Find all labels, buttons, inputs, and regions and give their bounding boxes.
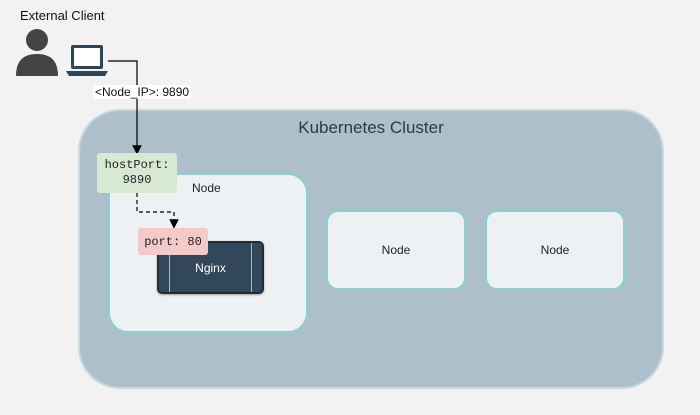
hostport-to-port-arrow: [136, 193, 179, 229]
pod-divider: [251, 243, 252, 292]
node-label: Node: [192, 181, 221, 195]
cluster-label: Kubernetes Cluster: [298, 118, 444, 137]
external-client-title: External Client: [20, 8, 105, 23]
nginx-pod[interactable]: [157, 241, 264, 294]
laptop-icon: [66, 45, 108, 76]
host-port-box: hostPort: 9890: [97, 153, 177, 193]
node-ip-label: <Node_IP>: 9890: [93, 85, 192, 99]
host-port-line1: hostPort:: [104, 158, 170, 172]
host-port-line2: 9890: [122, 173, 152, 187]
pod-divider: [169, 243, 170, 292]
client-to-hostport-arrow: [108, 60, 142, 155]
node-tertiary[interactable]: [485, 210, 625, 290]
container-port-box: port: 80: [138, 228, 208, 255]
nginx-label: Nginx: [195, 261, 226, 275]
node-label: Node: [540, 243, 570, 257]
node-label: Node: [381, 243, 411, 257]
node-secondary[interactable]: [326, 210, 466, 290]
person-icon: [16, 29, 58, 76]
